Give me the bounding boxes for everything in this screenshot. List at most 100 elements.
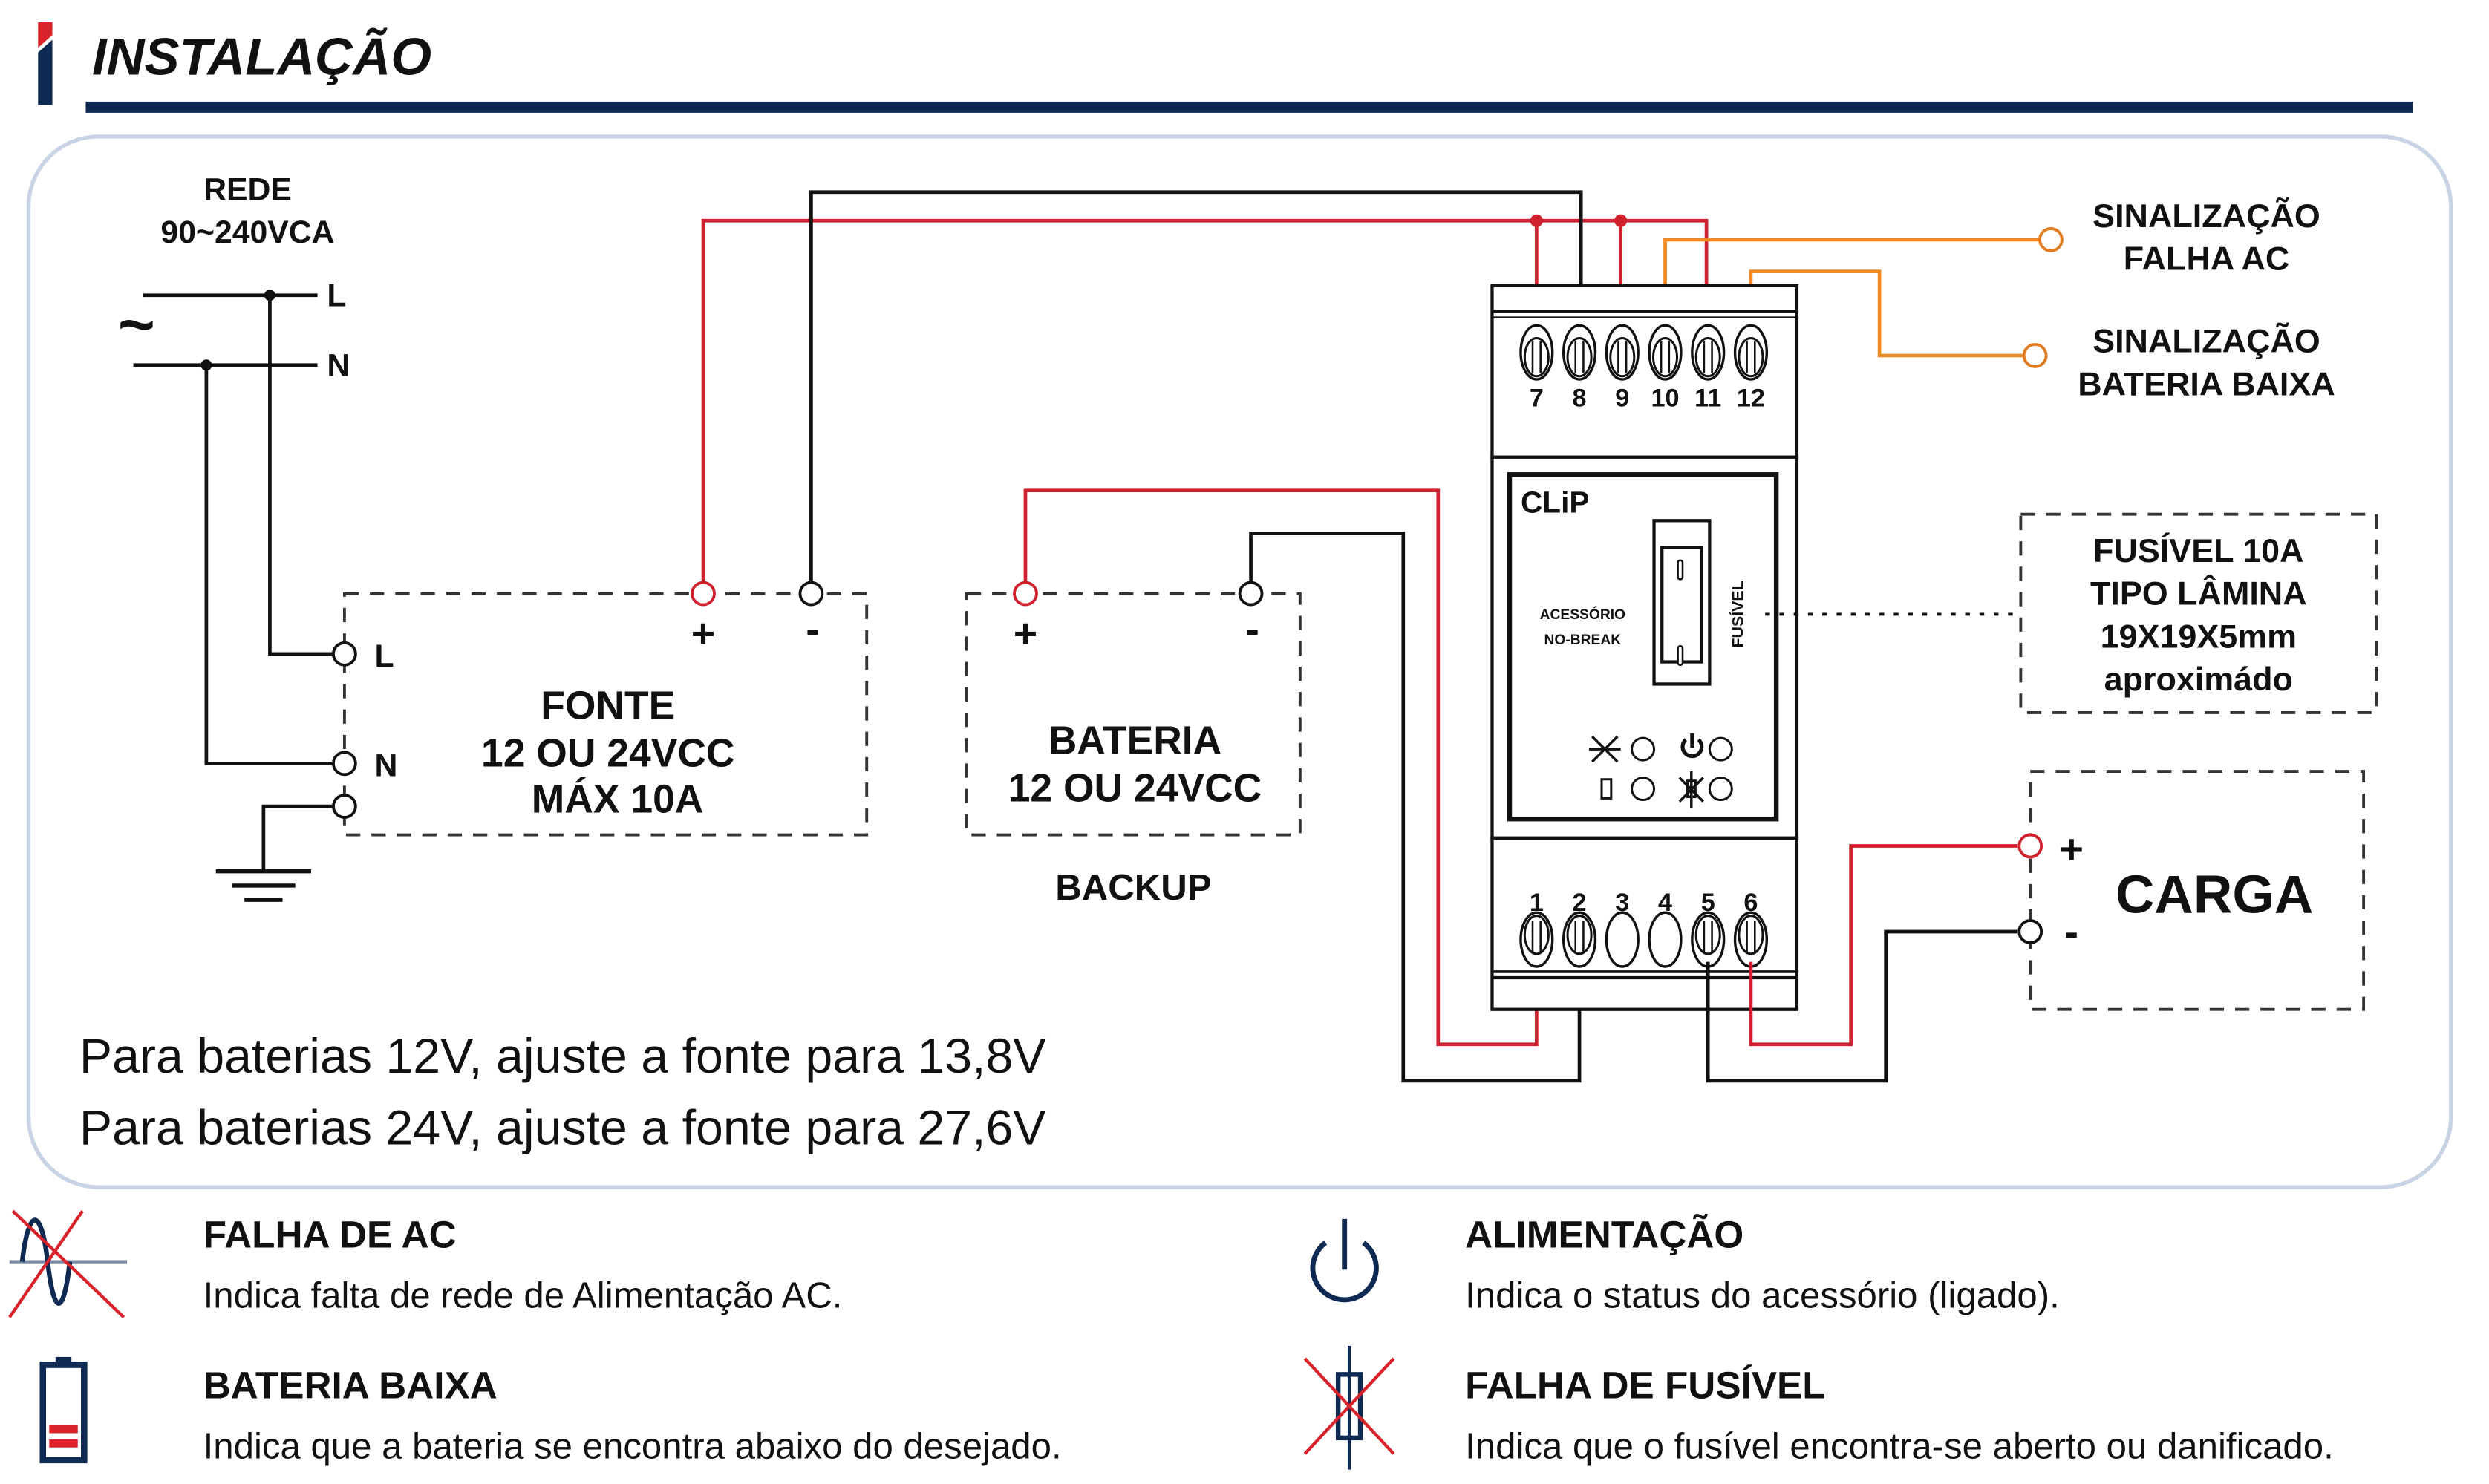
wire-n (204, 365, 333, 765)
terminal-number: 3 (1615, 889, 1629, 917)
wire-ps-plus (701, 218, 1709, 583)
terminal-number: 4 (1658, 889, 1672, 917)
ps-title: FONTE (541, 684, 675, 728)
batt-title: BATERIA (1048, 719, 1222, 763)
legend-desc: Indica falta de rede de Alimentação AC. (203, 1275, 843, 1316)
legend-desc: Indica o status do acessório (ligado). (1465, 1275, 2060, 1316)
ac-fail-icon (8, 1209, 128, 1318)
mains-voltage: 90~240VCA (160, 215, 334, 250)
terminal-load-plus (2017, 833, 2043, 859)
legend-title: ALIMENTAÇÃO (1465, 1212, 1743, 1255)
legend-item-low-battery: BATERIA BAIXA Indica que a bateria se en… (39, 1356, 1062, 1467)
load-plus-label: + (2060, 826, 2084, 872)
legend-desc: Indica que o fusível encontra-se aberto … (1465, 1426, 2334, 1467)
terminal-number: 11 (1694, 384, 1721, 412)
diagram-frame (26, 134, 2453, 1189)
terminal-screw: 10 (1648, 324, 1683, 412)
fuse-note-2: TIPO LÂMINA (2090, 575, 2307, 612)
led-indicator (1708, 777, 1733, 802)
wire-batt-plus (1023, 488, 1539, 1047)
terminal-ps-ground (332, 794, 357, 819)
mains-section: REDE 90~240VCA ~ L N (118, 171, 350, 902)
wire-load-plus (1749, 844, 2018, 1047)
signal-ac-fail-label-2: FALHA AC (2124, 240, 2290, 278)
ground-icon (215, 869, 312, 902)
note-12v: Para baterias 12V, ajuste a fonte para 1… (79, 1029, 1046, 1084)
wire-ps-minus (809, 190, 1583, 583)
page-title: INSTALAÇÃO (92, 27, 431, 86)
power-supply-box: L N FONTE 12 OU 24VCC MÁX 10A + - (332, 581, 869, 837)
terminal-number: 5 (1701, 889, 1715, 917)
mains-label: REDE (203, 171, 292, 207)
low-battery-icon (1600, 778, 1613, 800)
ps-input-n: N (375, 748, 398, 783)
batt-caption: BACKUP (1055, 867, 1211, 908)
terminal-number: 10 (1651, 384, 1679, 412)
terminal-ps-plus (691, 581, 716, 607)
module-fuse-label: FUSÍVEL (1728, 581, 1746, 647)
legend: FALHA DE AC Indica falta de rede de Alim… (8, 1209, 2334, 1470)
power-icon (1310, 1218, 1379, 1303)
terminal-screw: 12 (1733, 324, 1769, 412)
power-icon (1680, 733, 1704, 759)
terminal-screw: 11 (1691, 324, 1726, 412)
legend-title: BATERIA BAIXA (203, 1364, 498, 1406)
fuse-fail-icon (1678, 771, 1705, 808)
ac-fail-icon (1588, 735, 1621, 763)
legend-desc: Indica que a bateria se encontra abaixo … (203, 1426, 1062, 1467)
batt-plus-label: + (1014, 610, 1037, 656)
battery-box: + - BATERIA 12 OU 24VCC BACKUP (965, 581, 1302, 908)
legend-title: FALHA DE AC (203, 1213, 457, 1255)
terminal-number: 9 (1615, 384, 1629, 412)
wire-load-minus (1706, 929, 2018, 1083)
terminal-batt-plus (1013, 581, 1038, 607)
signal-low-batt-label-1: SINALIZAÇÃO (2092, 322, 2320, 360)
load-box (2029, 770, 2366, 1011)
legend-title: FALHA DE FUSÍVEL (1465, 1364, 1825, 1406)
fuse-note-3: 19X19X5mm (2101, 617, 2297, 655)
terminal-load-minus (2017, 919, 2043, 944)
terminal-signal-low-batt (2022, 343, 2048, 368)
fuse-note-box (2019, 512, 2378, 714)
module-brand: CLiP (1521, 486, 1590, 520)
terminal-screw: 2 (1562, 889, 1597, 968)
header-marker-red (38, 22, 53, 48)
batt-minus-label: - (1245, 606, 1259, 652)
module-label-2: NO-BREAK (1544, 633, 1622, 648)
legend-item-ac-fail: FALHA DE AC Indica falta de rede de Alim… (8, 1209, 843, 1318)
terminal-screw: 4 (1648, 889, 1683, 968)
module-face (1507, 472, 1779, 822)
mains-n-label: N (327, 348, 350, 384)
legend-item-power: ALIMENTAÇÃO Indica o status do acessório… (1310, 1212, 2060, 1316)
header: INSTALAÇÃO (38, 22, 2413, 113)
ps-current: MÁX 10A (532, 777, 704, 822)
led-low-battery (1600, 777, 1656, 802)
terminal-number: 2 (1573, 889, 1587, 917)
power-supply-outline (342, 592, 869, 837)
mains-l-label: L (327, 278, 346, 314)
terminal-number: 8 (1573, 384, 1587, 412)
fuse-note-1: FUSÍVEL 10A (2093, 532, 2303, 569)
module-label-1: ACESSÓRIO (1540, 607, 1625, 623)
led-indicator (1631, 777, 1656, 802)
ps-plus-label: + (691, 610, 715, 656)
terminal-number: 1 (1530, 889, 1544, 917)
ac-symbol: ~ (118, 290, 155, 360)
terminal-screw: 9 (1605, 324, 1640, 412)
legend-item-fuse-fail: FALHA DE FUSÍVEL Indica que o fusível en… (1303, 1345, 2334, 1470)
batt-voltage: 12 OU 24VCC (1008, 767, 1262, 811)
led-power (1680, 733, 1733, 762)
terminal-signal-ac-fail (2038, 227, 2064, 252)
terminal-ps-l (332, 641, 357, 667)
terminal-screw: 8 (1562, 324, 1597, 412)
terminal-number: 6 (1743, 889, 1758, 917)
header-rule (85, 101, 2413, 113)
load-minus-label: - (2065, 909, 2079, 955)
terminal-number: 7 (1530, 384, 1544, 412)
fuse-fail-icon (1303, 1345, 1395, 1470)
ps-voltage: 12 OU 24VCC (481, 732, 735, 776)
terminal-screw: 7 (1519, 324, 1554, 412)
